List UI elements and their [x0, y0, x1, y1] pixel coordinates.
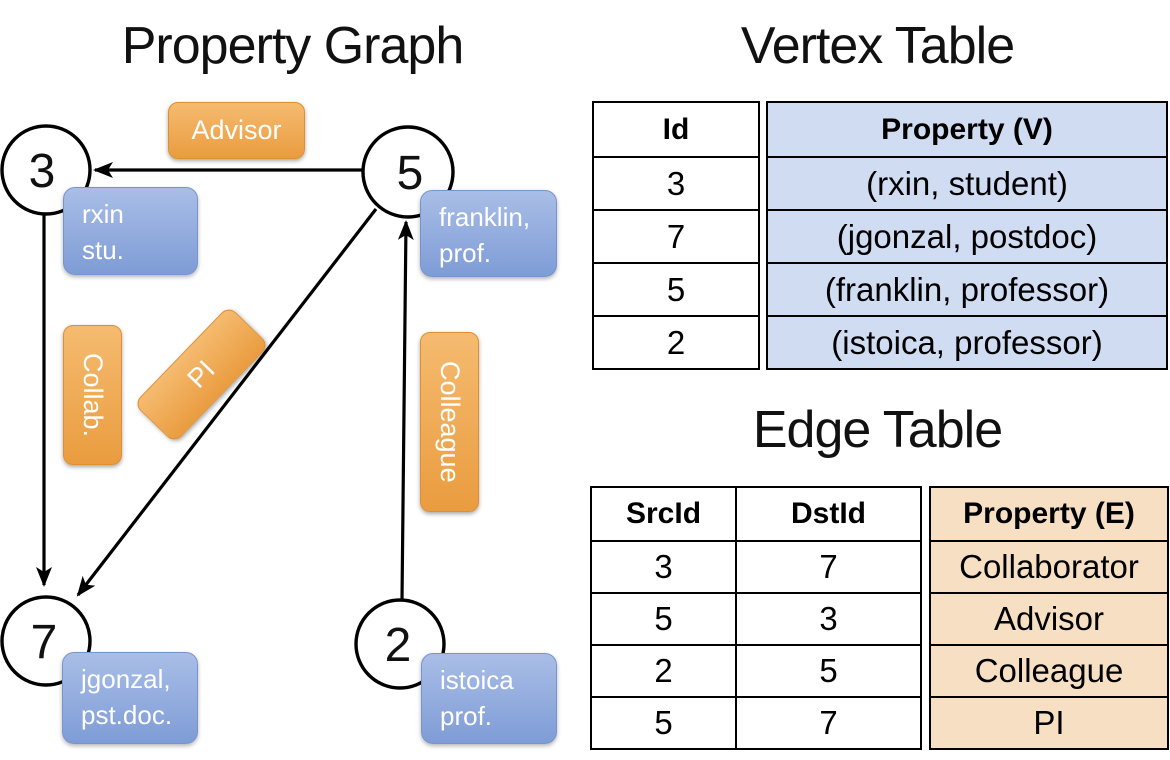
vertex-property-line: jgonzal, [81, 664, 171, 694]
vertex-property-line: prof. [439, 238, 492, 269]
vertex-property-box-2: istoica prof. [421, 653, 557, 744]
table-cell: Collaborator [931, 540, 1167, 592]
edge-table-property-column: Property (E) Collaborator Advisor Collea… [929, 486, 1169, 750]
table-cell: 3 [592, 540, 735, 592]
vertex-id-5: 5 [397, 147, 424, 200]
vertex-property-line: stu. [82, 235, 124, 266]
edge-table-dstid-header: DstId [735, 488, 920, 540]
table-cell: 7 [735, 696, 920, 748]
vertex-property-line: rxin [82, 199, 124, 229]
vertex-id-2: 2 [385, 619, 412, 672]
table-cell: 3 [594, 156, 758, 209]
edge-colleague-arrow-2-to-5 [397, 220, 414, 601]
vertex-property-box-3: rxin stu. [63, 187, 198, 275]
vertex-property-line: franklin, [439, 202, 531, 232]
vertex-property-line: prof. [440, 701, 493, 732]
vertex-table: Id 3 7 5 2 Property (V) (rxin, student) … [592, 101, 1168, 370]
vertex-id-7: 7 [31, 616, 58, 669]
table-cell: 7 [594, 209, 758, 262]
table-cell: 5 [735, 644, 920, 696]
edge-label-advisor: Advisor [168, 102, 305, 159]
edge-table-src-dst-columns: SrcId DstId 3 7 5 3 2 5 5 7 [590, 486, 922, 750]
vertex-table-id-column: Id 3 7 5 2 [592, 101, 760, 370]
table-cell: (jgonzal, postdoc) [768, 209, 1166, 262]
vertex-property-box-5: franklin, prof. [420, 190, 557, 277]
vertex-property-box-7: jgonzal, pst.doc. [62, 652, 198, 744]
table-cell: 5 [592, 592, 735, 644]
edge-label-advisor-text: Advisor [191, 115, 282, 145]
vertex-table-property-column: Property (V) (rxin, student) (jgonzal, p… [766, 101, 1168, 370]
table-cell: 5 [592, 696, 735, 748]
table-cell: 2 [592, 644, 735, 696]
vertex-property-line: pst.doc. [81, 700, 173, 731]
edge-label-colleague: Colleague [420, 332, 479, 512]
table-cell: Advisor [931, 592, 1167, 644]
table-cell: (rxin, student) [768, 156, 1166, 209]
table-cell: (franklin, professor) [768, 262, 1166, 315]
edge-label-collab: Collab. [63, 325, 122, 465]
table-cell: 7 [735, 540, 920, 592]
vertex-table-id-header: Id [662, 112, 690, 146]
table-cell: 2 [594, 315, 758, 368]
vertex-table-property-header: Property (V) [881, 112, 1053, 146]
vertex-table-title: Vertex Table [740, 17, 1015, 75]
edge-pi-arrow-5-to-7 [76, 208, 378, 597]
table-cell: Colleague [931, 644, 1167, 696]
vertex-property-line: istoica [440, 665, 514, 695]
vertex-id-3: 3 [29, 145, 56, 198]
edge-table-title: Edge Table [752, 401, 1003, 459]
property-graph-title: Property Graph [121, 17, 465, 75]
table-cell: 5 [594, 262, 758, 315]
edge-table-srcid-header: SrcId [625, 497, 702, 530]
edge-table-property-header: Property (E) [963, 497, 1135, 530]
table-cell: 3 [735, 592, 920, 644]
table-cell: (istoica, professor) [768, 315, 1166, 368]
edge-label-pi-text: PI [181, 354, 221, 394]
edge-label-collab-text: Collab. [78, 352, 108, 438]
edge-label-colleague-text: Colleague [435, 361, 465, 483]
edge-table: SrcId DstId 3 7 5 3 2 5 5 7 Property (E)… [590, 486, 1169, 750]
table-cell: PI [931, 696, 1167, 748]
